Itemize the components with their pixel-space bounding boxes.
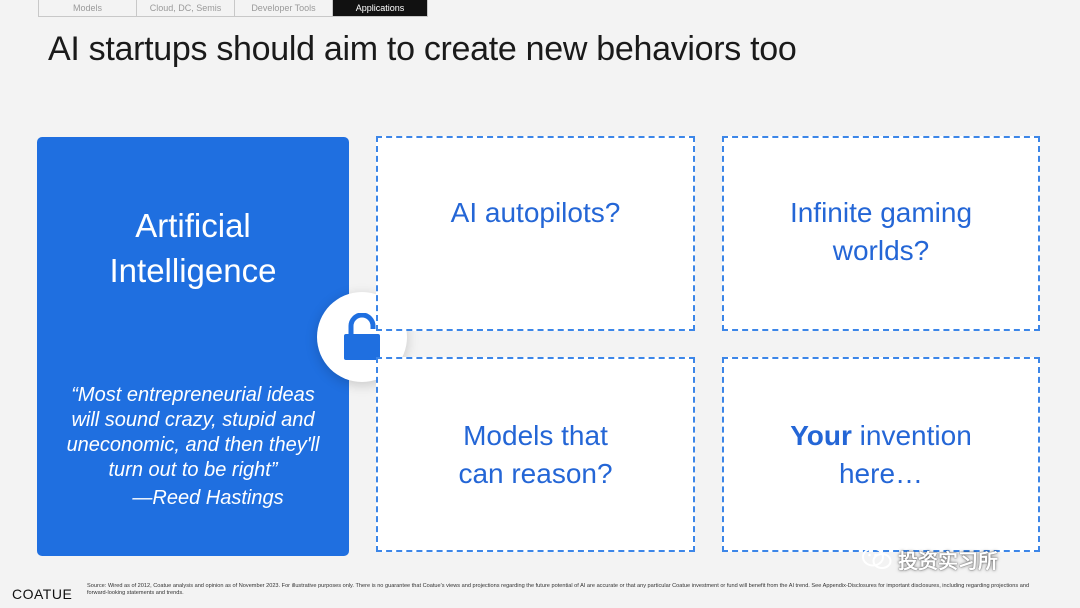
quote: “Most entrepreneurial ideas will sound c… xyxy=(37,383,349,483)
artificial-intelligence-card: Artificial Intelligence “Most entreprene… xyxy=(37,137,349,556)
tab-developer-tools[interactable]: Developer Tools xyxy=(235,0,333,16)
gaming-line2: worlds? xyxy=(832,235,930,266)
section-tabs: Models Cloud, DC, Semis Developer Tools … xyxy=(38,0,428,17)
watermark-text: 投资实习所 xyxy=(898,550,998,573)
ai-title-line1: Artificial xyxy=(135,207,251,244)
source-disclaimer: Source: Wired as of 2012, Coatue analysi… xyxy=(87,583,1030,596)
tab-applications[interactable]: Applications xyxy=(333,0,427,16)
idea-box-ai-autopilots: AI autopilots? xyxy=(376,136,695,331)
quote-line2: will sound crazy, stupid and xyxy=(71,409,315,431)
invention-line2: here… xyxy=(838,457,924,489)
tab-models[interactable]: Models xyxy=(39,0,137,16)
slide-title: AI startups should aim to create new beh… xyxy=(48,30,797,68)
ai-card-title: Artificial Intelligence xyxy=(37,203,349,293)
idea-box-your-invention: Your invention here… xyxy=(722,357,1040,552)
gaming-line1: Infinite gaming xyxy=(789,197,973,228)
quote-author: —Reed Hastings xyxy=(132,487,284,509)
quote-line1: “Most entrepreneurial ideas xyxy=(71,384,315,406)
idea-box-models-reason: Models that can reason? xyxy=(376,357,695,552)
tab-cloud-dc-semis[interactable]: Cloud, DC, Semis xyxy=(137,0,235,16)
reason-line1: Models that xyxy=(463,419,608,451)
invention-bold: Your xyxy=(790,419,852,451)
quote-line4: turn out to be right” xyxy=(108,459,278,481)
invention-rest: invention xyxy=(851,419,972,451)
reason-line2: can reason? xyxy=(458,457,613,489)
wechat-icon xyxy=(862,547,892,569)
coatue-logo: COATUE xyxy=(12,586,73,602)
wechat-watermark: 投资实习所 xyxy=(862,546,998,573)
invention-line1: Your invention xyxy=(790,417,972,455)
idea-box-infinite-gaming: Infinite gaming worlds? xyxy=(722,136,1040,331)
unlocked-padlock-icon xyxy=(344,313,380,360)
quote-line3: uneconomic, and then they'll xyxy=(66,434,320,456)
ai-title-line2: Intelligence xyxy=(109,252,277,289)
ai-autopilots-text: AI autopilots? xyxy=(450,197,621,228)
